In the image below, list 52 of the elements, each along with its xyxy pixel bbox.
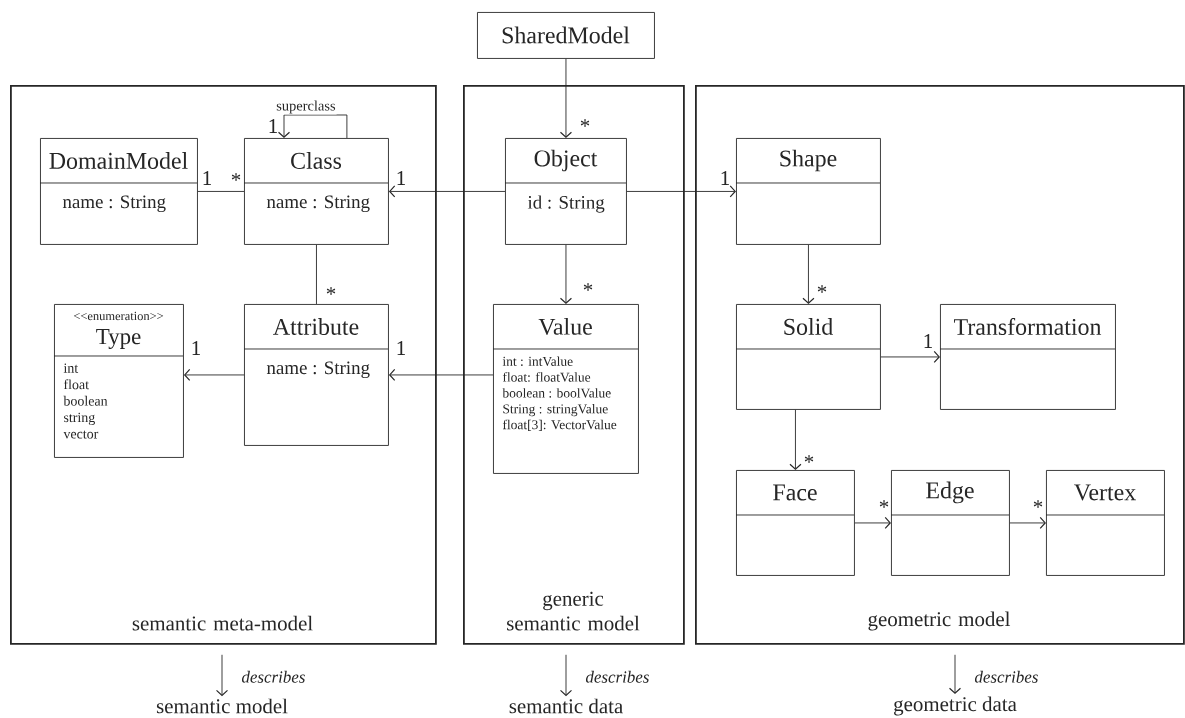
multiplicity-label: 1 (269, 119, 277, 133)
association-arrow (854, 516, 891, 529)
class-box: Edge (890, 470, 1010, 576)
layer-label: semantic model (156, 698, 288, 714)
association-arrow (789, 409, 802, 470)
class-box: Solid (735, 304, 881, 410)
edge-label: superclass (275, 99, 337, 115)
association-arrow (559, 244, 573, 304)
association-arrow (559, 58, 573, 138)
association-arrow (626, 185, 736, 198)
association-arrow (802, 244, 815, 304)
multiplicity-label: * (583, 283, 593, 291)
edge-label: describes (584, 669, 651, 684)
association-arrow (1009, 516, 1046, 529)
layer-label: geometric data (894, 696, 1017, 716)
class-box: SharedModel (477, 12, 655, 59)
class-box: <<enumeration>> Type int float boolean string vector (53, 304, 184, 458)
association-arrow (183, 368, 245, 382)
describes-arrow (559, 654, 573, 697)
class-box: DomainModel name : String (39, 138, 198, 245)
multiplicity-label: 1 (924, 334, 932, 348)
describes-arrow (948, 654, 962, 695)
multiplicity-label: * (231, 173, 241, 181)
multiplicity-label: * (879, 500, 889, 508)
self-association-arrow (277, 114, 348, 139)
multiplicity-label: * (817, 285, 827, 293)
association-line (316, 244, 317, 305)
multiplicity-label: * (580, 119, 590, 127)
multiplicity-label: 1 (397, 341, 405, 355)
class-box: Vertex (1045, 470, 1165, 576)
edge-label: describes (240, 669, 307, 684)
describes-arrow (215, 654, 229, 697)
class-box: Class name : String (243, 138, 389, 245)
multiplicity-label: 1 (397, 171, 405, 185)
association-arrow (880, 350, 940, 364)
association-arrow (388, 185, 506, 198)
multiplicity-label: 1 (203, 171, 211, 185)
multiplicity-label: * (326, 287, 336, 295)
class-box: Value int : intValue float: floatValue boolean : boolValue String : stringValue float[3]: VectorValue (492, 304, 639, 474)
class-box: Shape (735, 138, 881, 245)
class-box: Attribute name : String (243, 304, 389, 446)
association-line (197, 191, 245, 192)
association-arrow (388, 368, 494, 382)
multiplicity-label: 1 (192, 341, 200, 355)
multiplicity-label: * (1033, 500, 1043, 508)
multiplicity-label: 1 (721, 171, 729, 185)
class-box: Transformation (939, 304, 1116, 410)
class-box: Object id : String (504, 138, 627, 245)
edge-label: describes (973, 669, 1040, 684)
layer-label: semantic data (509, 698, 623, 714)
multiplicity-label: * (804, 455, 814, 463)
class-box: Face (735, 470, 855, 576)
